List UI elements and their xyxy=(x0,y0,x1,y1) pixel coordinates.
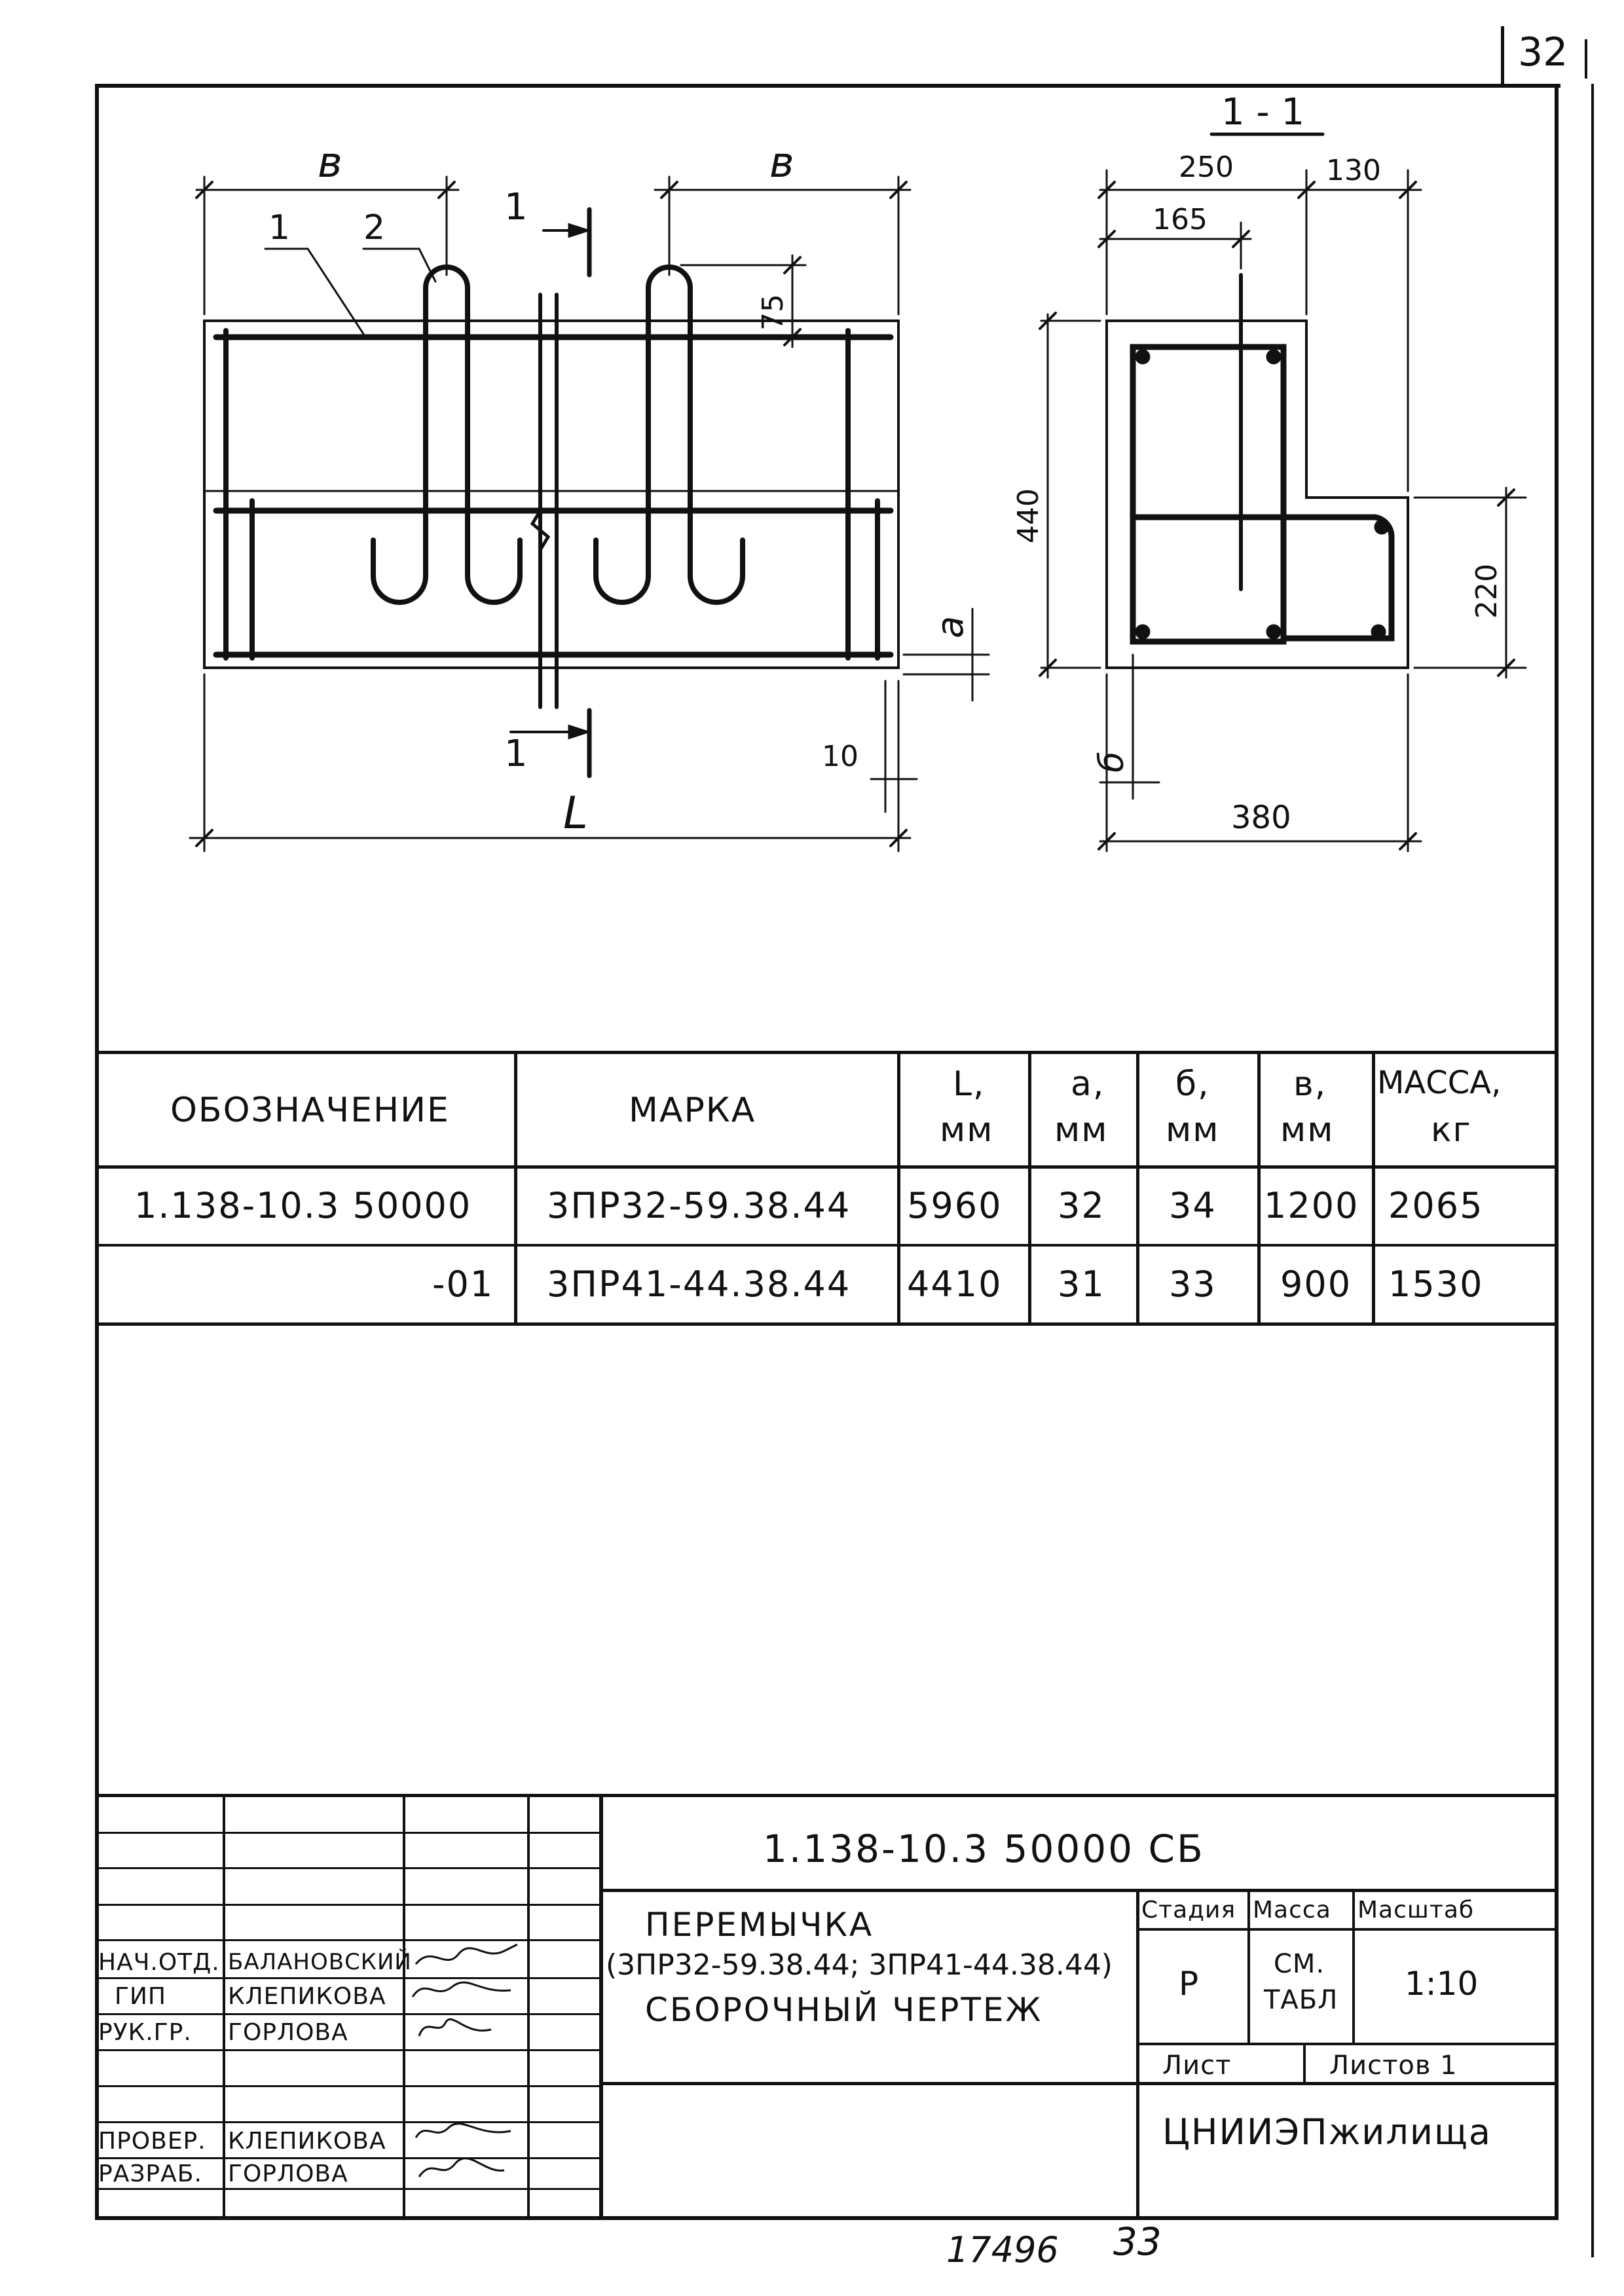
col-header-mark: МАРКА xyxy=(629,1091,756,1130)
dim-75: 75 xyxy=(756,294,790,331)
callout-2: 2 xyxy=(363,208,385,247)
page-number-divider xyxy=(1501,26,1504,85)
frame-left xyxy=(95,84,99,2219)
lifting-loop-right xyxy=(646,264,693,579)
table-row-1-mass: 2065 xyxy=(1388,1185,1484,1226)
table-row-1-L: 5960 xyxy=(907,1185,1003,1226)
section-mark-top: 1 xyxy=(504,186,528,228)
role-chief-engineer: ГИП xyxy=(115,1983,166,2010)
dim-250: 250 xyxy=(1179,151,1234,184)
name-head-of-dept: БАЛАНОВСКИЙ xyxy=(228,1949,412,1975)
name-group-lead: ГОРЛОВА xyxy=(228,2019,348,2046)
name-chief-engineer: КЛЕПИКОВА xyxy=(228,1983,386,2010)
section-profile xyxy=(1105,319,1409,669)
scale-value: 1:10 xyxy=(1405,1965,1479,2003)
table-row-2-designation: -01 xyxy=(432,1264,494,1305)
assembly-drawing: 1 - 1 в в 1 2 1 1 75 a 10 L 250 130 165 … xyxy=(189,91,1527,852)
signatures xyxy=(411,1943,518,2178)
table-row-2-delta: 33 xyxy=(1169,1264,1217,1305)
dim-delta: б xyxy=(1092,752,1132,773)
col-header-a-unit: мм xyxy=(1054,1110,1109,1150)
table-row-1-a: 32 xyxy=(1058,1185,1105,1226)
dim-b-right: в xyxy=(769,139,794,187)
lifting-loop-left xyxy=(423,264,470,579)
dim-10: 10 xyxy=(822,740,858,773)
col-header-delta: б, xyxy=(1175,1065,1210,1104)
table-row-2-mass: 1530 xyxy=(1388,1264,1484,1305)
name-developed: ГОРЛОВА xyxy=(228,2160,348,2187)
col-header-a: a, xyxy=(1071,1065,1105,1104)
col-header-b: в, xyxy=(1293,1065,1327,1104)
dim-165: 165 xyxy=(1153,203,1208,236)
role-head-of-dept: НАЧ.ОТД. xyxy=(98,1949,220,1976)
col-header-L: L, xyxy=(953,1065,986,1104)
name-checked: КЛЕПИКОВА xyxy=(228,2128,386,2155)
sheets-label: Листов 1 xyxy=(1329,2050,1458,2081)
bottom-number-right: 33 xyxy=(1113,2219,1162,2264)
organization: ЦНИИЭПжилища xyxy=(1162,2111,1492,2153)
table-row-1-b: 1200 xyxy=(1264,1185,1359,1226)
beam-outline xyxy=(203,319,900,669)
section-mark-bottom: 1 xyxy=(504,733,528,775)
dim-220: 220 xyxy=(1470,564,1504,619)
role-group-lead: РУК.ГР. xyxy=(98,2019,192,2046)
dim-130: 130 xyxy=(1326,154,1381,187)
table-row-2-a: 31 xyxy=(1058,1264,1105,1305)
table-row-2-b: 900 xyxy=(1280,1264,1352,1305)
doc-title-line1: ПЕРЕМЫЧКА xyxy=(645,1906,874,1944)
table-row-1-designation: 1.138-10.3 50000 xyxy=(134,1185,472,1226)
role-checked: ПРОВЕР. xyxy=(98,2128,206,2155)
col-header-mass-unit: кг xyxy=(1431,1110,1472,1150)
outer-edge-line xyxy=(1591,84,1594,2257)
col-header-mass: МАССА, xyxy=(1377,1065,1502,1101)
frame-top xyxy=(95,84,1560,88)
doc-code: 1.138-10.3 50000 СБ xyxy=(763,1827,1205,1871)
table-row-1-mark: 3ПР32-59.38.44 xyxy=(547,1185,851,1226)
col-header-delta-unit: мм xyxy=(1166,1110,1220,1150)
col-header-b-unit: мм xyxy=(1280,1110,1335,1150)
callout-1: 1 xyxy=(268,208,290,247)
dim-380: 380 xyxy=(1231,799,1291,836)
role-developed: РАЗРАБ. xyxy=(98,2160,202,2187)
mass-value-2: ТАБЛ xyxy=(1264,1985,1338,2015)
doc-title-line3: СБОРОЧНЫЙ ЧЕРТЕЖ xyxy=(645,1991,1043,2029)
col-header-designation: ОБОЗНАЧЕНИЕ xyxy=(170,1091,450,1130)
title-block: 1.138-10.3 50000 СБ ПЕРЕМЫЧКА (3ПР32-59.… xyxy=(95,1794,1559,2219)
col-header-L-unit: мм xyxy=(940,1110,994,1150)
frame-right xyxy=(1555,84,1559,2219)
dim-a: a xyxy=(929,616,972,638)
scale-label: Масштаб xyxy=(1357,1897,1475,1923)
spec-table: ОБОЗНАЧЕНИЕ МАРКА L, мм a, мм б, мм в, м… xyxy=(95,1051,1559,1326)
mass-label: Масса xyxy=(1253,1897,1331,1923)
page-number: 32 xyxy=(1518,29,1568,75)
dim-L: L xyxy=(563,788,588,839)
section-title: 1 - 1 xyxy=(1221,91,1304,134)
bottom-number-left: 17496 xyxy=(946,2229,1059,2270)
dim-440: 440 xyxy=(1012,488,1045,543)
frame-bottom xyxy=(95,2216,1559,2220)
table-row-2-L: 4410 xyxy=(907,1264,1003,1305)
doc-title-line2: (3ПР32-59.38.44; 3ПР41-44.38.44) xyxy=(606,1948,1113,1982)
stage-value: Р xyxy=(1179,1965,1199,2003)
sheet-label: Лист xyxy=(1162,2050,1232,2081)
table-row-1-delta: 34 xyxy=(1169,1185,1217,1226)
table-row-2-mark: 3ПР41-44.38.44 xyxy=(547,1264,851,1305)
mass-value-1: СМ. xyxy=(1274,1949,1325,1979)
stage-label: Стадия xyxy=(1141,1897,1236,1923)
page-number-divider-right xyxy=(1585,39,1587,79)
dim-b-left: в xyxy=(318,139,342,187)
